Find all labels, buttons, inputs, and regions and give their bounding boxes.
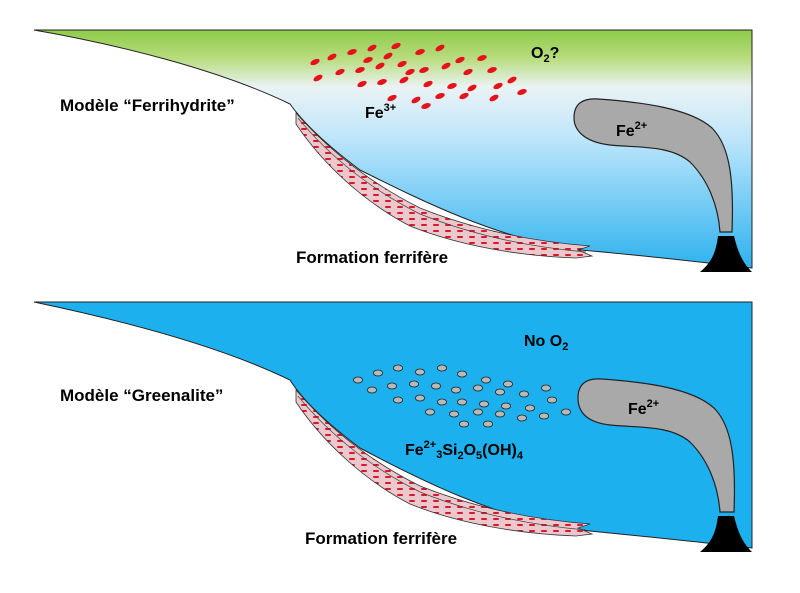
particle <box>419 67 429 73</box>
particle <box>489 94 499 102</box>
particle <box>493 82 503 90</box>
particle <box>539 412 550 420</box>
particle <box>525 404 536 412</box>
bottom-formation-line <box>297 395 587 531</box>
particle <box>386 382 397 390</box>
bottom-fe2-plume-label: Fe2+ <box>628 398 659 418</box>
particle <box>383 52 393 60</box>
particle <box>467 84 477 92</box>
greenalite-formula-label: Fe2+3Si2O5(OH)4 <box>405 439 524 462</box>
bottom-panel: Modèle “Greenalite” No O2 Fe2+3Si2O5(OH)… <box>33 301 753 552</box>
particle <box>494 388 505 396</box>
particle <box>459 92 469 100</box>
bottom-plume <box>577 378 736 513</box>
bottom-water-body <box>33 301 753 549</box>
particle <box>310 58 320 66</box>
particle <box>363 57 373 63</box>
bottom-volcano <box>700 516 752 552</box>
particle <box>327 53 337 61</box>
particle <box>480 376 491 384</box>
top-fe2-plume-label: Fe2+ <box>616 120 647 140</box>
particle <box>448 410 459 418</box>
particle <box>561 408 572 416</box>
top-fe3-label: Fe3+ <box>365 102 396 122</box>
particle <box>430 382 441 390</box>
bottom-model-label: Modèle “Greenalite” <box>60 386 223 405</box>
particle <box>387 94 397 102</box>
bottom-formation-band <box>295 388 594 537</box>
particle <box>450 386 461 394</box>
particle <box>313 74 323 82</box>
top-formation-label: Formation ferrifère <box>296 248 448 267</box>
particle <box>487 67 497 73</box>
particle <box>494 410 505 418</box>
particle <box>435 93 445 99</box>
particle <box>436 364 447 372</box>
top-formation-band <box>295 111 594 259</box>
particle <box>411 96 421 104</box>
particle <box>405 68 415 76</box>
particle <box>447 83 457 89</box>
particle <box>547 396 558 404</box>
particle <box>423 80 433 88</box>
bottom-formation-label: Formation ferrifère <box>305 529 457 548</box>
top-plume <box>573 98 734 233</box>
particle <box>478 400 489 408</box>
particle <box>502 380 513 388</box>
particle <box>392 396 403 404</box>
particle <box>472 384 483 392</box>
particle <box>421 103 431 109</box>
particle <box>399 76 409 84</box>
top-panel: Modèle “Ferrihydrite” O2? Fe3+ Fe2+ Form… <box>33 29 753 272</box>
top-water-body <box>33 29 753 269</box>
particle <box>517 414 528 422</box>
particle <box>477 55 487 61</box>
particle <box>456 370 467 378</box>
particle <box>352 376 363 384</box>
particle <box>335 68 345 76</box>
particle <box>357 80 367 88</box>
particle <box>415 49 425 55</box>
top-oxygen-label: O2? <box>531 45 559 65</box>
top-volcano <box>700 236 752 272</box>
particle <box>435 44 445 52</box>
particle <box>456 398 467 406</box>
particle <box>355 67 365 73</box>
particle <box>500 402 511 410</box>
particle <box>347 49 357 55</box>
particle <box>507 76 517 84</box>
particle <box>366 386 377 394</box>
particle <box>463 68 473 76</box>
particle <box>397 60 407 68</box>
particle <box>519 390 530 398</box>
particle <box>414 368 425 376</box>
particle <box>424 408 435 416</box>
particle <box>517 89 527 95</box>
particle <box>482 420 493 428</box>
particle <box>391 42 401 50</box>
particle <box>455 56 465 64</box>
bottom-oxygen-label: No O2 <box>524 333 568 353</box>
particle <box>375 62 385 70</box>
particle <box>441 62 451 70</box>
particle <box>408 380 419 388</box>
particle <box>472 408 483 416</box>
particle <box>414 394 425 402</box>
particle <box>541 384 552 392</box>
fe3-particles <box>310 42 527 109</box>
particle <box>372 369 383 377</box>
greenalite-particles <box>352 364 572 428</box>
top-formation-line <box>297 117 587 253</box>
particle <box>392 364 403 372</box>
particle <box>367 44 377 52</box>
particle <box>436 398 447 406</box>
particle <box>377 79 387 85</box>
particle <box>458 420 469 428</box>
top-model-label: Modèle “Ferrihydrite” <box>60 96 235 115</box>
